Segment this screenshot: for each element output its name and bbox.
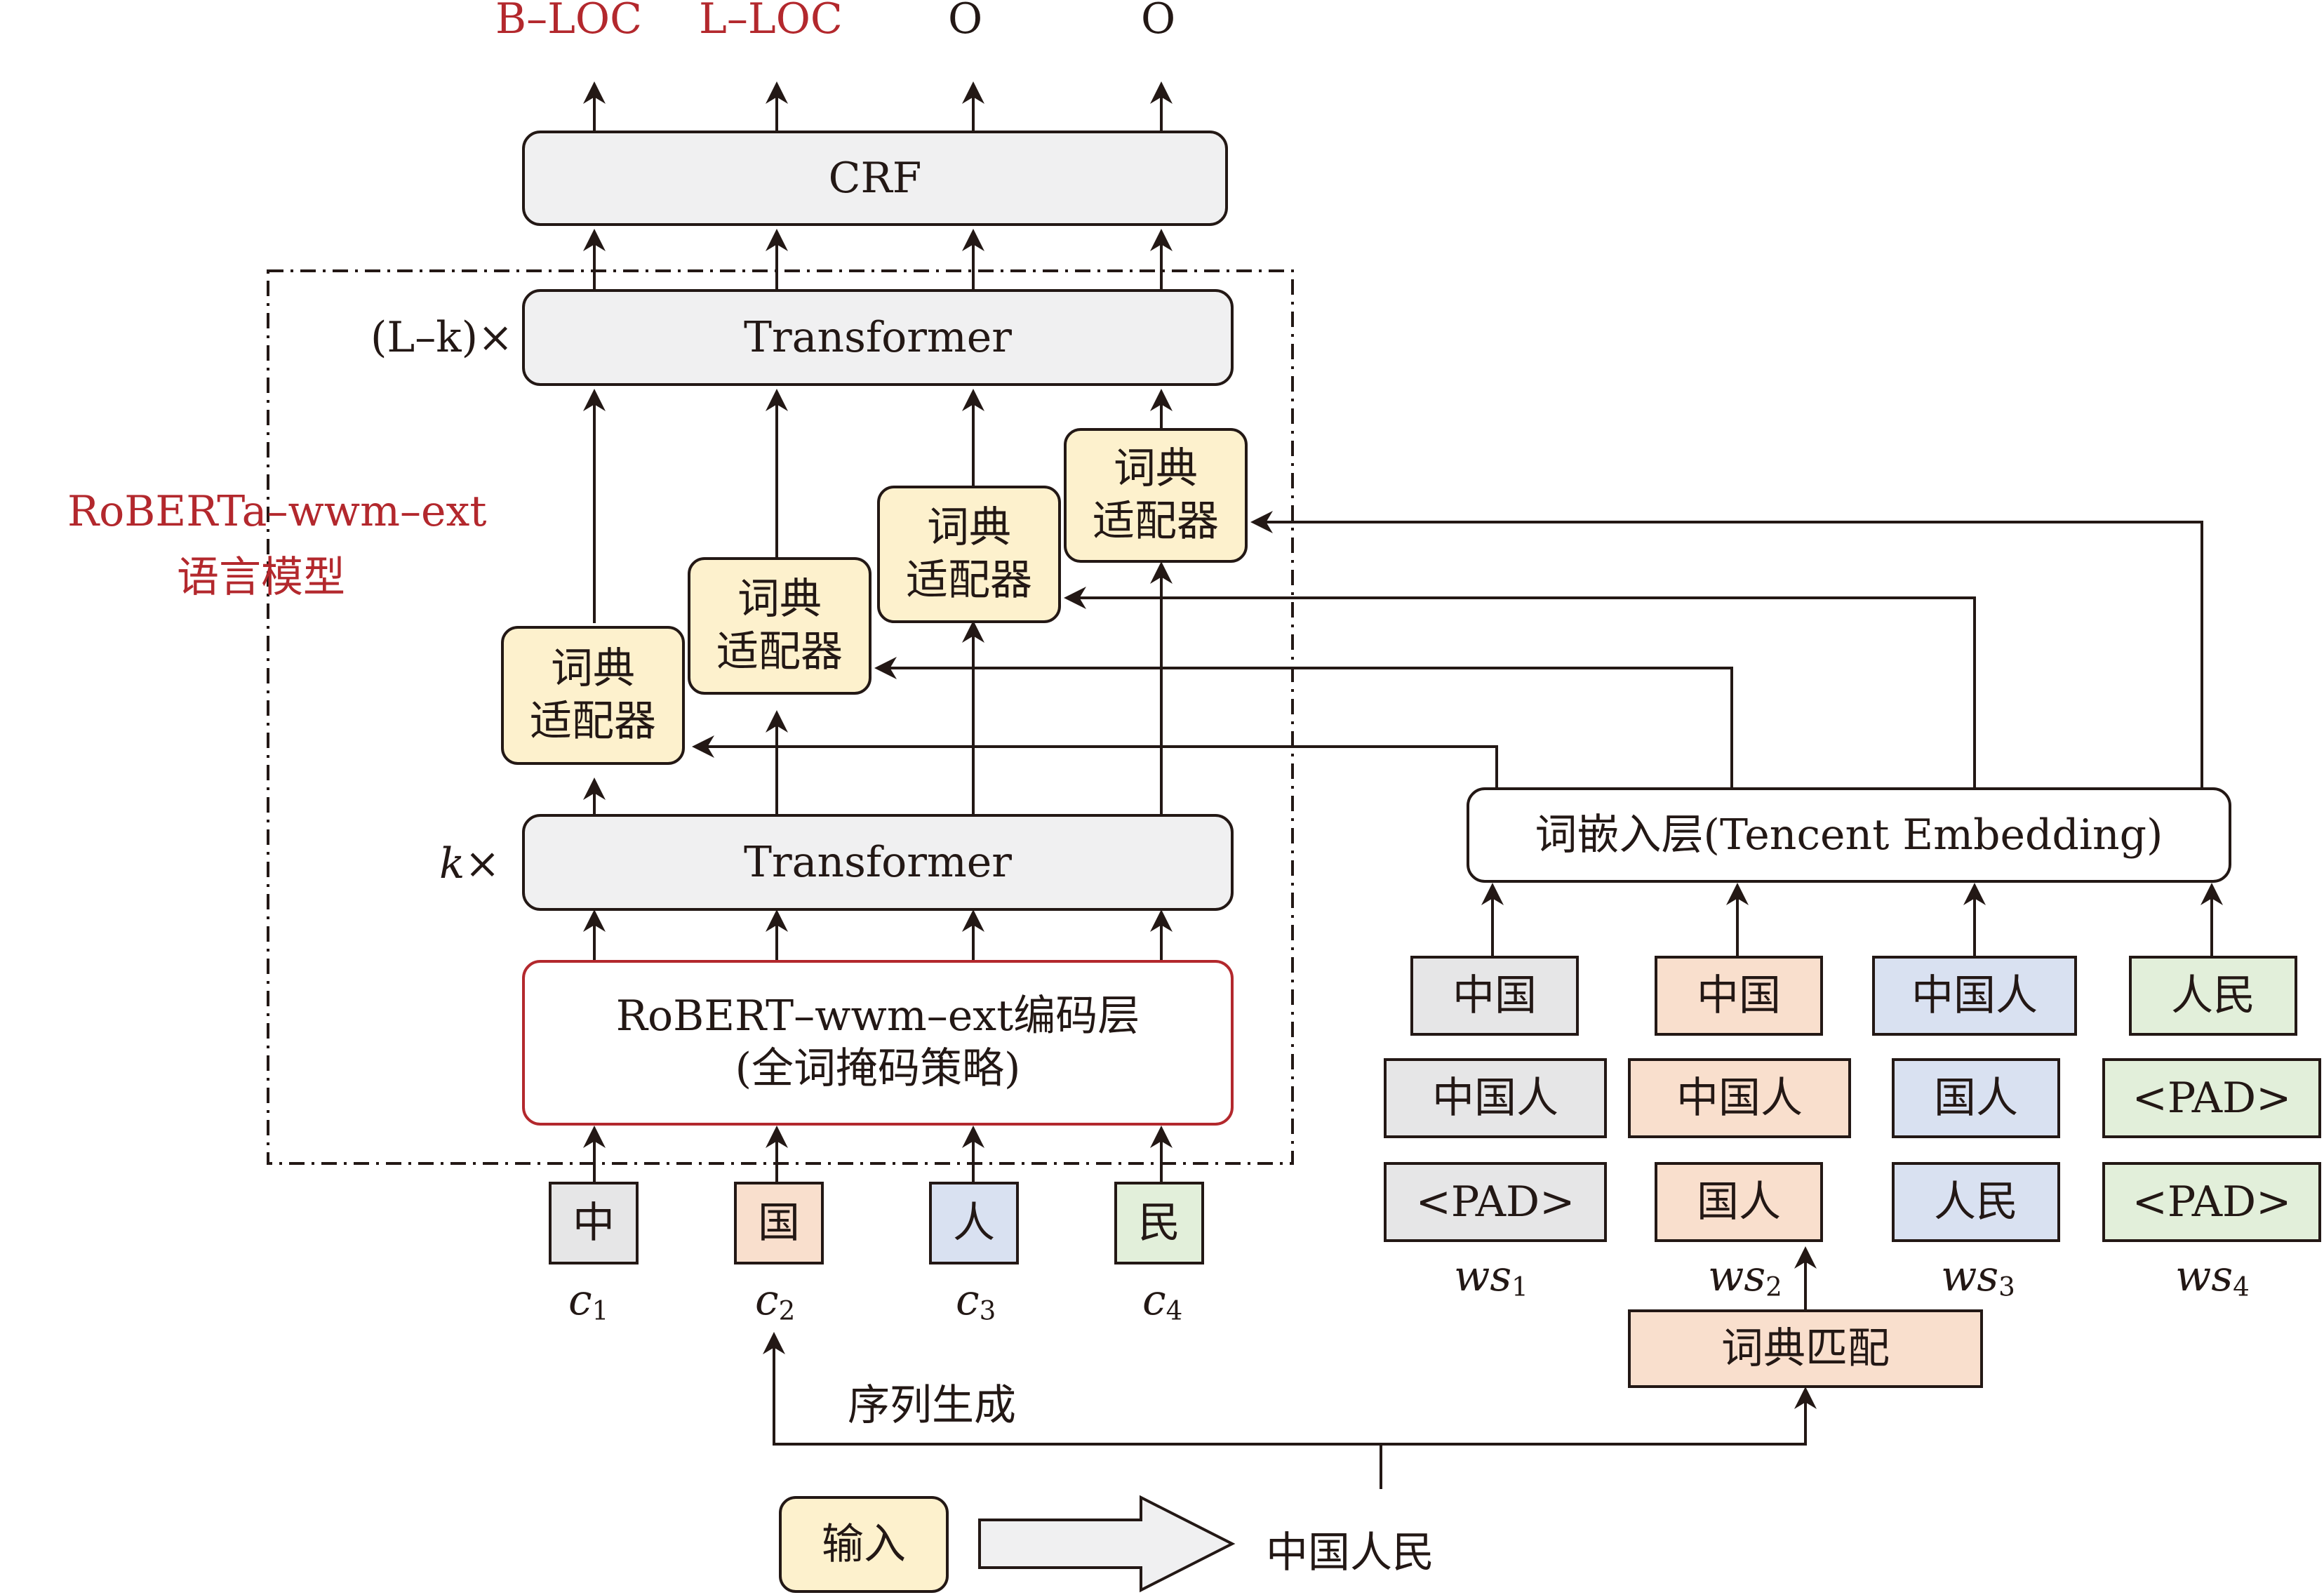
ws4-item-1: 人民: [2129, 956, 2297, 1036]
lexicon-adapter-2: 词典 适配器: [688, 557, 872, 695]
ws-label-2: ws2: [1708, 1252, 1782, 1302]
model-label-line1: RoBERTa–wwm–ext: [67, 487, 487, 536]
input-text: 中国人民: [1266, 1528, 1434, 1577]
dict-match-box: 词典匹配: [1628, 1309, 1983, 1388]
ws-label-1: ws1: [1454, 1252, 1528, 1302]
lexicon-adapter-1: 词典 适配器: [501, 626, 685, 765]
ws3-item-3: 人民: [1892, 1162, 2060, 1242]
char-label-1: c1: [568, 1276, 609, 1326]
adapter-4-line2: 适配器: [1093, 497, 1219, 546]
char-label-3: c3: [956, 1276, 996, 1326]
ws3-item-1: 中国人: [1872, 956, 2077, 1036]
char-label-2: c2: [755, 1276, 796, 1326]
ws2-item-3: 国人: [1655, 1162, 1823, 1242]
sequence-gen-label: 序列生成: [848, 1381, 1016, 1430]
output-label-3: O: [948, 0, 983, 44]
model-frame: [267, 269, 1294, 1165]
input-box: 输入: [779, 1496, 949, 1593]
ws3-item-2: 国人: [1892, 1058, 2060, 1138]
encoder-line1: RoBERT–wwm–ext编码层: [615, 992, 1140, 1041]
transformer-top: Transformer: [522, 289, 1234, 386]
adapter-1-line1: 词典: [551, 644, 635, 693]
adapter-2-line1: 词典: [737, 575, 822, 624]
char-label-4: c4: [1142, 1276, 1183, 1326]
ws-label-4: ws4: [2175, 1252, 2250, 1302]
char-box-2: 国: [734, 1182, 824, 1264]
output-label-4: O: [1141, 0, 1176, 44]
encoder-layer: RoBERT–wwm–ext编码层 (全词掩码策略): [522, 960, 1234, 1126]
ws1-item-3: <PAD>: [1384, 1162, 1607, 1242]
ws1-item-2: 中国人: [1384, 1058, 1607, 1138]
output-label-1: B–LOC: [495, 0, 643, 44]
char-box-3: 人: [929, 1182, 1019, 1264]
ws2-item-1: 中国: [1655, 956, 1823, 1036]
adapter-3-line2: 适配器: [906, 556, 1032, 605]
crf-layer: CRF: [522, 131, 1228, 226]
ws4-item-2: <PAD>: [2102, 1058, 2321, 1138]
char-box-1: 中: [549, 1182, 639, 1264]
transformer-bottom-repeat: k×: [439, 839, 500, 888]
transformer-top-repeat: (L–k)×: [370, 313, 514, 362]
model-label-line2: 语言模型: [177, 553, 345, 602]
ws4-item-3: <PAD>: [2102, 1162, 2321, 1242]
adapter-4-line1: 词典: [1114, 444, 1198, 493]
embedding-layer: 词嵌入层(Tencent Embedding): [1467, 787, 2231, 883]
encoder-line2: (全词掩码策略): [735, 1044, 1021, 1093]
adapter-3-line1: 词典: [927, 503, 1011, 552]
output-label-2: L–LOC: [699, 0, 843, 44]
char-box-4: 民: [1114, 1182, 1204, 1264]
ws1-item-1: 中国: [1410, 956, 1579, 1036]
ws2-item-2: 中国人: [1628, 1058, 1851, 1138]
transformer-bottom: Transformer: [522, 814, 1234, 911]
lexicon-adapter-3: 词典 适配器: [877, 486, 1061, 623]
lexicon-adapter-4: 词典 适配器: [1064, 428, 1248, 563]
adapter-2-line2: 适配器: [716, 627, 843, 676]
ws-label-3: ws3: [1941, 1252, 2015, 1302]
adapter-1-line2: 适配器: [530, 697, 656, 746]
input-arrow: [978, 1495, 1236, 1593]
